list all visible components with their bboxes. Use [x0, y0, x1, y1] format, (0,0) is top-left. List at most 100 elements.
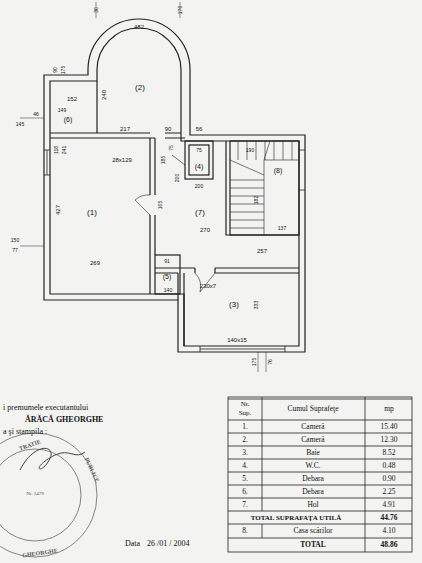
dimension-text: 333 — [254, 301, 259, 309]
callout-number: (7) — [195, 209, 205, 217]
table-cell: Hol — [307, 501, 318, 509]
table-cell: 8. — [242, 527, 248, 535]
stair-tread — [264, 141, 270, 160]
dimension-text: 182 — [254, 196, 259, 204]
dimension-text: 105 — [158, 201, 163, 209]
dimension-text: 77 — [12, 248, 18, 253]
table-cell: 5. — [242, 475, 248, 483]
table-cell: 4.10 — [382, 527, 395, 535]
callout-number: (6) — [64, 116, 73, 123]
table-cell: TOTAL — [300, 541, 326, 549]
dimension-text: 150 — [11, 238, 19, 243]
dimension-text: 90 — [165, 126, 172, 132]
dimension-text: 152 — [67, 96, 77, 102]
table-cell: Cumul Suprafeţe — [287, 405, 338, 413]
dimension-text: 30 — [94, 7, 99, 13]
table-cell: 15.40 — [381, 423, 398, 431]
table-cell: Nr. — [241, 401, 250, 408]
dimension-text: 230x7 — [200, 283, 216, 289]
callout-number: (1) — [87, 209, 97, 217]
callout-number: (2) — [135, 84, 145, 92]
dimension-text: 185 — [161, 156, 166, 164]
dimension-text: 137 — [278, 226, 286, 231]
door-swing — [195, 273, 215, 292]
dimension-text: 200 — [195, 184, 203, 189]
room-wall — [185, 141, 213, 179]
stair-tread — [264, 160, 265, 235]
dimension-text: 149 — [58, 108, 66, 113]
table-cell: 6. — [242, 488, 248, 496]
outer-wall — [44, 19, 305, 352]
dimension-text: 140 — [164, 288, 172, 293]
dimension-text: 217 — [120, 126, 130, 132]
dimension-text: 140x15 — [227, 337, 247, 343]
dimension-text: 175 — [61, 66, 66, 74]
table-cell: Debara — [302, 475, 324, 483]
table-cell: W.C. — [305, 462, 320, 470]
dimension-text: 269 — [90, 260, 100, 266]
callout-number: (5) — [163, 273, 172, 280]
partition-wall — [155, 268, 299, 273]
table-cell: Debara — [302, 488, 324, 496]
stair-tread — [230, 188, 264, 189]
dimension-text: 240 — [101, 90, 107, 100]
dimension-text: 257 — [257, 248, 267, 254]
dimension-text: 200 — [175, 174, 180, 182]
dimension-text: 28x129 — [112, 157, 132, 163]
dimension-text: 76 — [268, 359, 273, 365]
stair-tread — [230, 228, 264, 229]
stair-tread — [230, 160, 264, 175]
table-cell: 4. — [242, 462, 248, 470]
stair-wall — [226, 141, 299, 235]
stamp-text: i premumele executantului — [3, 404, 88, 412]
dimension-text: 91 — [164, 259, 170, 264]
room-wall — [189, 145, 209, 175]
stamp-text: Data — [125, 540, 140, 548]
stair-tread — [283, 141, 284, 160]
callout-number: (4) — [195, 163, 204, 170]
dimension-text: 241 — [62, 146, 67, 154]
dimension-text: 145 — [16, 122, 24, 127]
dimension-text: 190 — [246, 148, 254, 153]
stamp-ring — [0, 433, 97, 557]
table-cell: 44.76 — [381, 514, 398, 522]
table-cell: 8.52 — [382, 449, 395, 457]
table-cell: 1. — [242, 423, 248, 431]
table-cell: 48.86 — [381, 541, 398, 549]
dimension-text: 170 — [178, 6, 183, 14]
stair-wall — [230, 141, 299, 235]
stamp-ring — [0, 449, 81, 541]
table-grid — [228, 397, 412, 552]
dimension-text: 482 — [134, 24, 144, 30]
table-cell: 4.91 — [382, 501, 395, 509]
stair-tread — [274, 141, 275, 160]
table-cell: Cameră — [301, 423, 324, 431]
table-cell: mp — [384, 405, 394, 413]
stair-tread — [264, 160, 299, 161]
dimension-text: 75 — [196, 148, 202, 153]
stamp-text: PUBLICE — [84, 457, 101, 484]
dimension-text: 90 — [53, 67, 58, 73]
dimension-text: 118 — [54, 146, 59, 154]
stamp-text: GHEORGHE — [22, 548, 58, 559]
partition-wall — [178, 273, 184, 346]
stamp-text: a şi stampila : — [3, 428, 47, 436]
stamp-text: ĂRĂCĂ GHEORGHE — [25, 416, 103, 424]
stamp-text: TRATIE — [18, 438, 41, 451]
dimension-text: 75 — [169, 145, 174, 151]
table-cell: TOTAL SUPRAFAŢA UTILĂ — [251, 515, 342, 522]
dimension-text: 427 — [55, 205, 61, 215]
stair-tread — [238, 141, 239, 160]
partition-wall — [50, 133, 150, 138]
table-cell: 7. — [242, 501, 248, 509]
stair-tread — [256, 141, 257, 160]
window — [44, 150, 305, 352]
table-cell: Cameră — [301, 436, 324, 444]
table-cell: Sup. — [239, 410, 252, 417]
partition-wall — [96, 81, 97, 133]
partition-wall — [150, 138, 155, 294]
dimension-text: 175 — [252, 358, 257, 366]
table-cell: Casa scărilor — [294, 527, 333, 535]
stair-tread — [230, 220, 264, 221]
